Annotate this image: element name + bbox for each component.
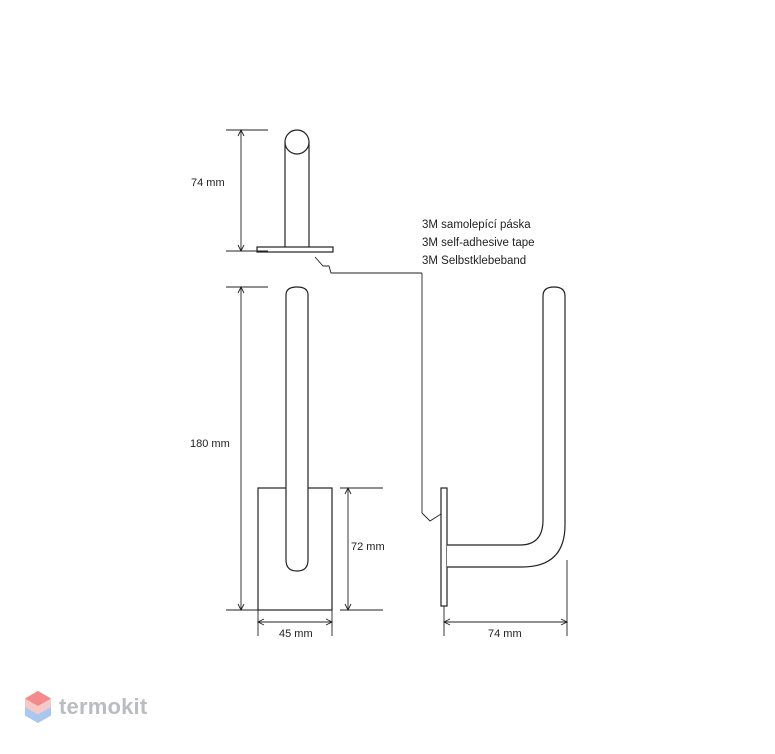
base-height-dimension (340, 486, 383, 612)
tape-label-cz: 3M samolepící páska (422, 219, 531, 231)
watermark-text: termokit (59, 694, 148, 719)
top-height-dimension (226, 128, 268, 253)
watermark-logo: termokit (24, 690, 147, 724)
tape-leader-side (421, 273, 442, 522)
hexagon-logo-icon (25, 691, 51, 723)
base-width-dimension (256, 610, 334, 636)
depth-dimension (442, 560, 569, 636)
base-height-label: 72 mm (351, 541, 385, 553)
side-view (440, 286, 566, 607)
total-height-label: 180 mm (190, 438, 230, 450)
base-width-label: 45 mm (279, 628, 313, 640)
top-height-label: 74 mm (191, 177, 225, 189)
tape-leader-top (314, 256, 422, 274)
total-height-dimension (226, 285, 268, 612)
tape-label-en: 3M self-adhesive tape (422, 237, 535, 249)
tape-label-de: 3M Selbstklebeband (422, 255, 526, 267)
top-view (256, 129, 334, 253)
front-view (257, 286, 333, 611)
depth-label: 74 mm (488, 628, 522, 640)
